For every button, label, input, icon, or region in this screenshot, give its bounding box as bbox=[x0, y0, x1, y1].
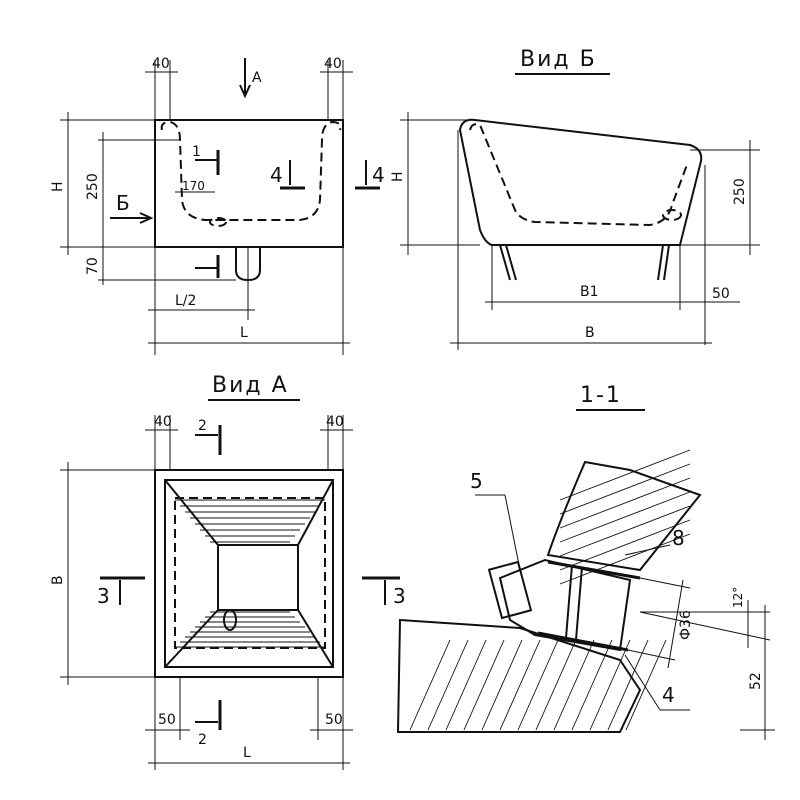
front-dim-l: L bbox=[240, 325, 248, 341]
view-a-section-3-right: 3 bbox=[393, 584, 406, 608]
view-b-body bbox=[458, 118, 703, 246]
front-dim-40-right: 40 bbox=[324, 56, 342, 72]
view-b-dim-250: 250 bbox=[732, 178, 748, 205]
section-concrete-upper bbox=[546, 460, 702, 572]
view-a-dim-50-right: 50 bbox=[325, 712, 343, 728]
front-dim-70: 70 bbox=[85, 257, 101, 275]
view-a-dim-40-left: 40 bbox=[154, 414, 172, 430]
section-callout-5: 5 bbox=[470, 469, 483, 493]
front-section-4-right: 4 bbox=[372, 163, 385, 187]
view-b-dim-b1: B1 bbox=[580, 284, 599, 300]
view-a-dim-b: B bbox=[50, 575, 66, 585]
section-1-1-title: 1-1 bbox=[580, 383, 622, 408]
front-outline bbox=[154, 119, 344, 248]
front-section-4-left: 4 bbox=[270, 163, 283, 187]
section-callout-8: 8 bbox=[672, 526, 685, 550]
section-dim-52: 52 bbox=[748, 672, 764, 690]
view-b: Вид Б H 250 B1 50 B bbox=[390, 47, 760, 350]
view-a-dim-50-left: 50 bbox=[158, 712, 176, 728]
front-dim-40-left: 40 bbox=[152, 56, 170, 72]
section-concrete-lower bbox=[396, 618, 642, 733]
section-pipe bbox=[487, 558, 641, 652]
view-a-title: Вид А bbox=[212, 373, 289, 398]
front-view-arrow-a: А bbox=[252, 70, 262, 86]
section-dim-angle: 12° bbox=[731, 587, 745, 608]
front-dim-170: 170 bbox=[182, 179, 205, 193]
view-a-section-2-bottom: 2 bbox=[198, 732, 207, 748]
drain-pipe bbox=[235, 247, 261, 282]
front-dim-250: 250 bbox=[85, 173, 101, 200]
front-inner-bowl bbox=[160, 120, 342, 221]
front-view: 40 40 А H 250 70 Б 1 170 4 4 bbox=[50, 56, 385, 355]
section-dim-diameter: Ф36 bbox=[678, 610, 694, 640]
view-a-section-2-top: 2 bbox=[198, 418, 207, 434]
section-1-1: 1-1 5 8 4 Ф36 12° 52 bbox=[396, 383, 775, 740]
view-a-dim-l: L bbox=[243, 745, 251, 761]
view-b-dim-50: 50 bbox=[712, 286, 730, 302]
view-b-dim-b: B bbox=[585, 325, 595, 341]
view-a: Вид А 40 40 2 2 3 3 B bbox=[50, 373, 406, 770]
section-callout-4: 4 bbox=[662, 683, 675, 707]
front-dim-half-l: L/2 bbox=[175, 293, 196, 309]
view-a-dim-40-right: 40 bbox=[326, 414, 344, 430]
front-section-1: 1 bbox=[192, 144, 201, 160]
view-b-inner bbox=[469, 123, 689, 227]
view-b-dim-h: H bbox=[390, 171, 406, 182]
front-dim-h: H bbox=[50, 181, 66, 192]
front-label-b: Б bbox=[116, 191, 130, 215]
view-a-outer bbox=[154, 469, 344, 678]
view-a-shading bbox=[175, 499, 325, 648]
drain-outlet bbox=[209, 217, 227, 227]
view-b-title: Вид Б bbox=[520, 47, 597, 72]
section-hatching bbox=[409, 449, 691, 731]
view-a-section-3-left: 3 bbox=[97, 584, 110, 608]
